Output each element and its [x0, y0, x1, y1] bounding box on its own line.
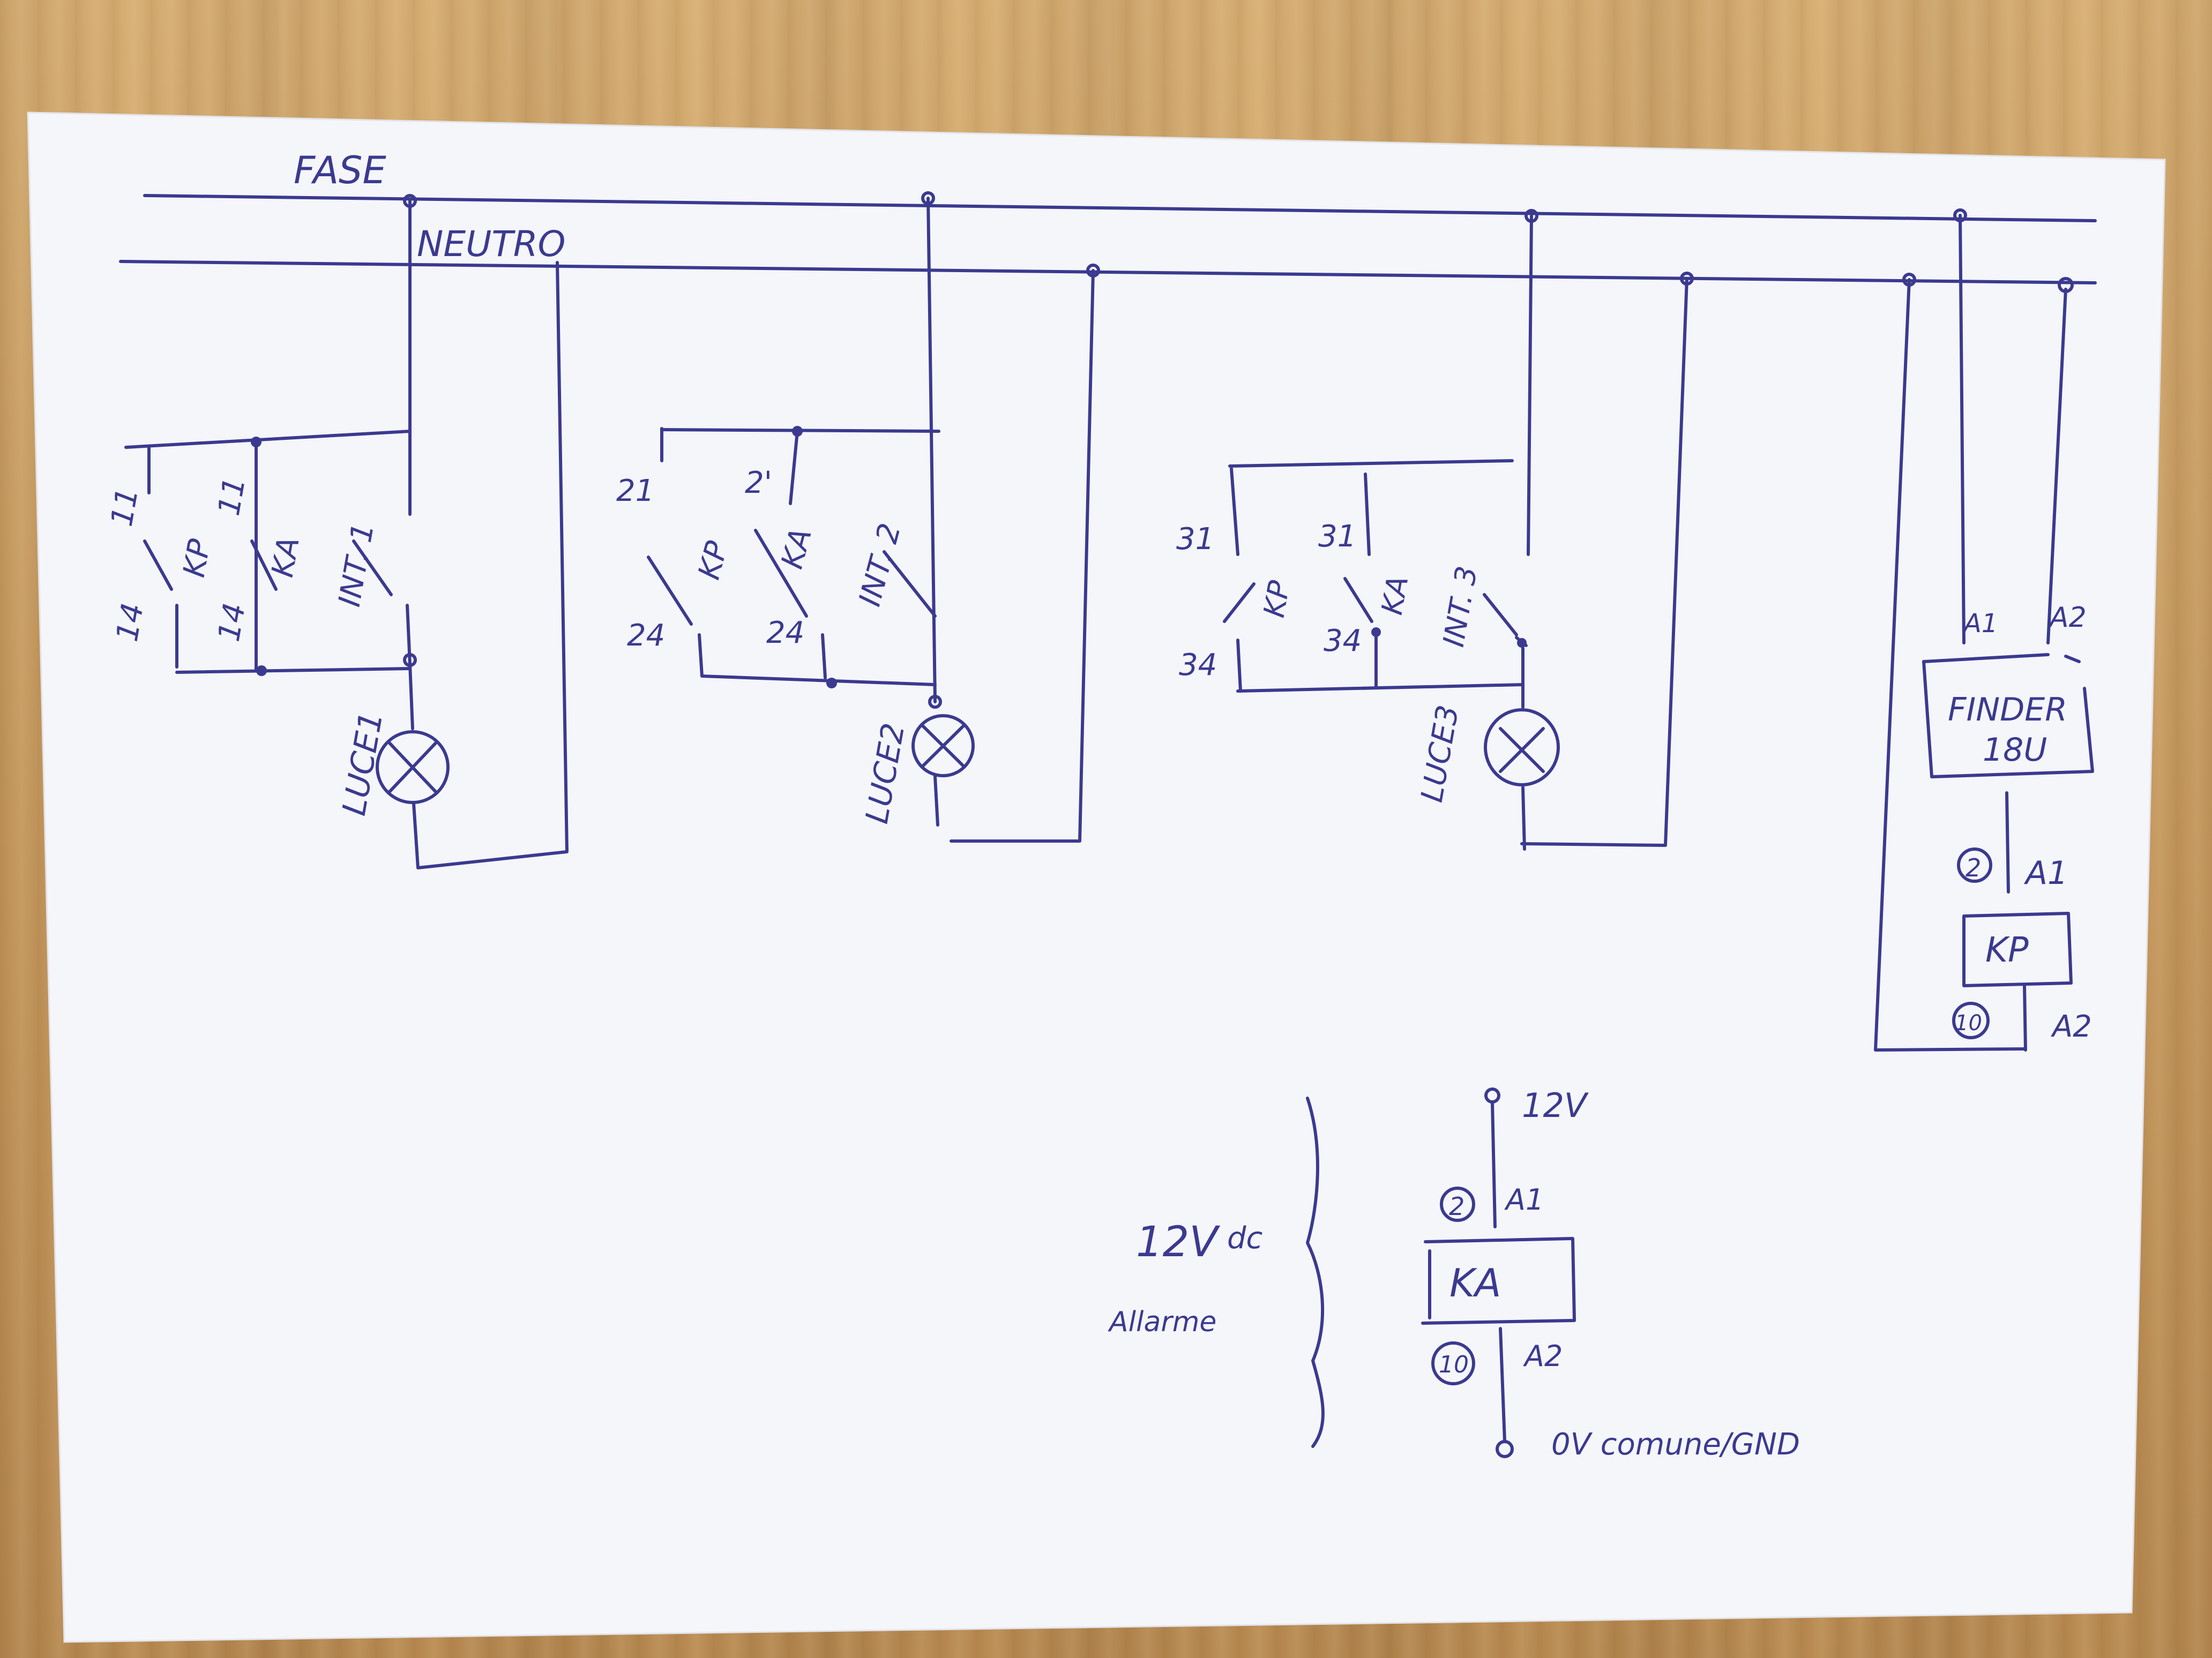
c2-kp-top: 21: [616, 474, 654, 508]
kp-pin-bottom: 10: [1955, 1011, 1982, 1036]
alarm-voltage-suffix: dc: [1227, 1221, 1263, 1256]
alarm-pin-bottom: 10: [1439, 1351, 1469, 1378]
c2-ka-top: 2': [745, 466, 772, 500]
alarm-a1: A1: [1504, 1183, 1544, 1217]
c3-ka-top: 31: [1318, 519, 1356, 554]
kp-pin-top: 2: [1966, 853, 1981, 882]
alarm-pin-top: 2: [1449, 1192, 1464, 1221]
paper-sheet: [27, 111, 2166, 1643]
neutral-bus: NEUTRO: [119, 223, 2097, 284]
finder-name: FINDER: [1948, 691, 2067, 729]
c3-ka-bottom: 34: [1324, 624, 1362, 658]
alarm-label: Allarme: [1108, 1306, 1216, 1338]
c1-kp-top: 11: [104, 485, 145, 529]
c1-ka-label: KA: [265, 534, 307, 580]
kp-a2: A2: [2051, 1009, 2092, 1044]
alarm-supply: 12V: [1522, 1086, 1589, 1125]
alarm-ground: 0V comune/GND: [1551, 1427, 1800, 1462]
kp-a1: A1: [2023, 854, 2068, 892]
alarm-relay-name: KA: [1449, 1261, 1501, 1306]
phase-bus: FASE: [143, 148, 2097, 222]
c1-ka-top: 11: [212, 475, 252, 518]
kp-coil-name: KP: [1985, 931, 2029, 970]
circuit-1: 11 11 14 14 KP KA INT. 1 LUCE1: [104, 199, 569, 869]
c3-kp-top: 31: [1176, 522, 1214, 557]
alarm-voltage: 12V: [1136, 1218, 1220, 1266]
c3-kp-bottom: 34: [1179, 648, 1217, 682]
finder-a1: A1: [1962, 609, 1998, 639]
alarm-circuit: 12V dc Allarme 12V 2 A1 KA 10 A2 0V comu…: [1108, 1086, 1800, 1462]
c3-kp-label: KP: [1257, 578, 1297, 620]
finder-a2: A2: [2048, 602, 2087, 634]
c1-kp-label: KP: [177, 536, 218, 580]
c3-ka-label: KA: [1375, 573, 1415, 617]
c1-ka-bottom: 14: [212, 601, 252, 644]
neutral-label: NEUTRO: [417, 223, 566, 265]
alarm-a2: A2: [1523, 1339, 1563, 1373]
c1-kp-bottom: 14: [110, 601, 151, 644]
finder-18u-module: A1 A2 FINDER 18U: [1922, 214, 2094, 894]
finder-model: 18U: [1983, 731, 2047, 769]
c2-ka-bottom: 24: [766, 616, 804, 650]
phase-label: FASE: [294, 148, 386, 192]
c2-kp-bottom: 24: [627, 618, 665, 653]
kp-coil: 2 A1 KP 10 A2: [1874, 278, 2092, 1052]
